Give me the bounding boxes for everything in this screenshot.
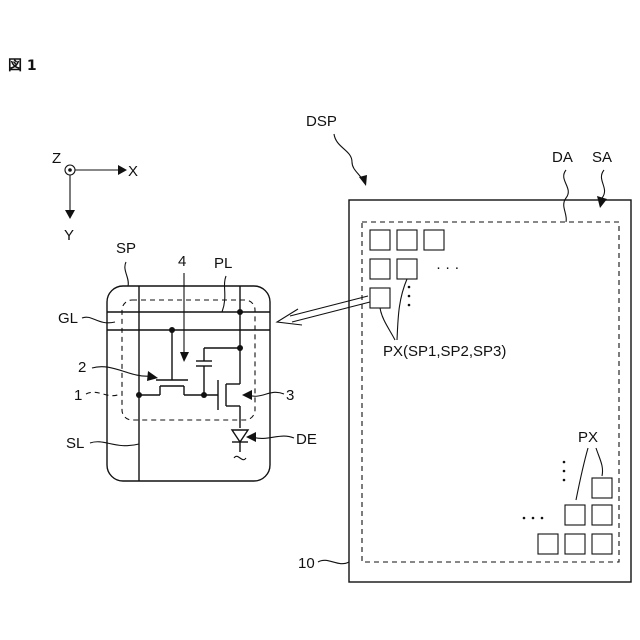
display-label: DSP — [306, 113, 337, 130]
pixel — [592, 505, 612, 525]
pixel-circuit-boundary — [122, 300, 255, 420]
ellipsis-vertical-2 — [563, 461, 566, 482]
display-element-label: DE — [296, 431, 317, 448]
signal-line-label: SL — [66, 435, 84, 452]
ref-1-label: 1 — [74, 387, 82, 404]
pixel-array-top-left — [370, 230, 444, 308]
figure-label: 図 1 — [8, 58, 37, 74]
ref-3-label: 3 — [286, 387, 294, 404]
ellipsis-vertical — [408, 286, 411, 307]
pixel-label: PX(SP1,SP2,SP3) — [383, 343, 506, 360]
pixel — [424, 230, 444, 250]
pixel — [397, 230, 417, 250]
substrate-ref-label: 10 — [298, 555, 315, 572]
pixel — [592, 534, 612, 554]
axis-y-label: Y — [64, 227, 74, 244]
enlarge-arrow — [277, 296, 370, 325]
axis-x-label: X — [128, 163, 138, 180]
ref-2-label: 2 — [78, 359, 86, 376]
pixel — [397, 259, 417, 279]
surrounding-area-label: SA — [592, 149, 612, 166]
pixel — [370, 230, 390, 250]
power-line-label: PL — [214, 255, 232, 272]
pixel — [538, 534, 558, 554]
pixel — [565, 505, 585, 525]
axis-z-label: Z — [52, 150, 61, 167]
display-area — [362, 222, 619, 562]
display-area-label: DA — [552, 149, 573, 166]
pixel-highlighted — [370, 288, 390, 308]
ref-4-label: 4 — [178, 253, 186, 270]
pixel-label-2: PX — [578, 429, 598, 446]
pixel-array-bottom-right — [538, 478, 612, 554]
subpixel-box — [107, 286, 270, 481]
pixel — [592, 478, 612, 498]
subpixel-label: SP — [116, 240, 136, 257]
display-substrate — [349, 200, 631, 582]
drive-transistor — [218, 380, 240, 428]
pixel — [565, 534, 585, 554]
switching-transistor — [139, 330, 218, 395]
pixel — [370, 259, 390, 279]
ellipsis-horizontal: · · · — [436, 259, 459, 276]
gate-line-label: GL — [58, 310, 78, 327]
ellipsis-horizontal-2 — [523, 517, 544, 520]
coordinate-axes: Z X Y — [52, 150, 138, 244]
display-element-diode — [232, 430, 248, 460]
